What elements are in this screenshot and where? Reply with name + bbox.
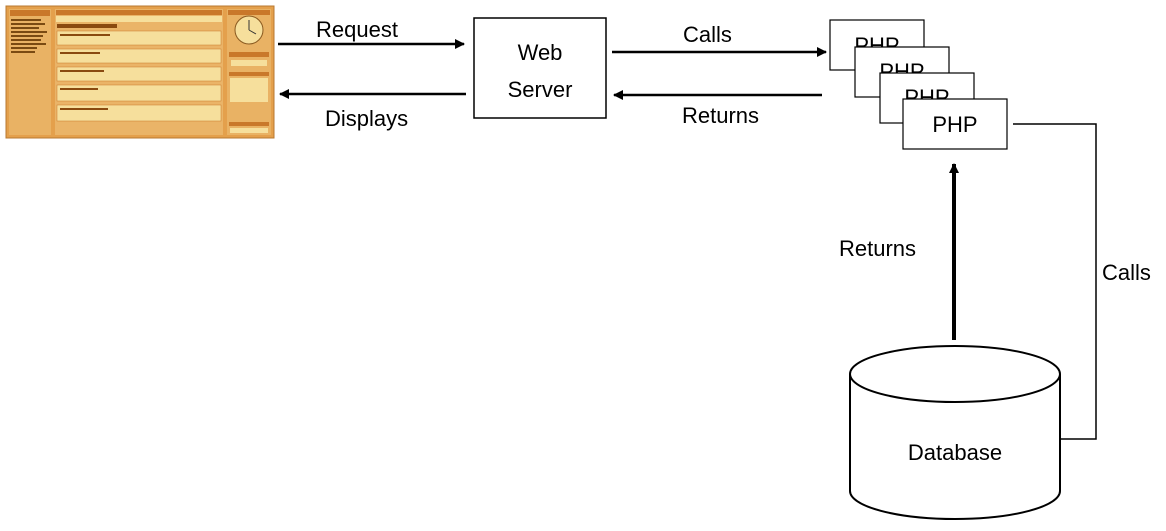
calls-connector-right — [1013, 123, 1097, 444]
returns-label-top: Returns — [682, 103, 759, 128]
returns-label-vertical: Returns — [839, 236, 916, 261]
web-server-label-line2: Server — [508, 77, 573, 102]
php-box-4 — [902, 98, 1008, 150]
website-screenshot-thumbnail — [5, 5, 275, 139]
php-stack: PHP PHP PHP PHP — [829, 19, 1008, 150]
calls-label-top: Calls — [683, 22, 732, 47]
web-server-box — [473, 17, 607, 119]
displays-label: Displays — [325, 106, 408, 131]
web-server-label-line1: Web — [518, 40, 563, 65]
database-label: Database — [908, 440, 1002, 465]
php-box-4-label: PHP — [932, 112, 977, 137]
calls-label-right: Calls — [1102, 260, 1151, 285]
request-label: Request — [316, 17, 398, 42]
database-cylinder: Database — [849, 345, 1061, 520]
